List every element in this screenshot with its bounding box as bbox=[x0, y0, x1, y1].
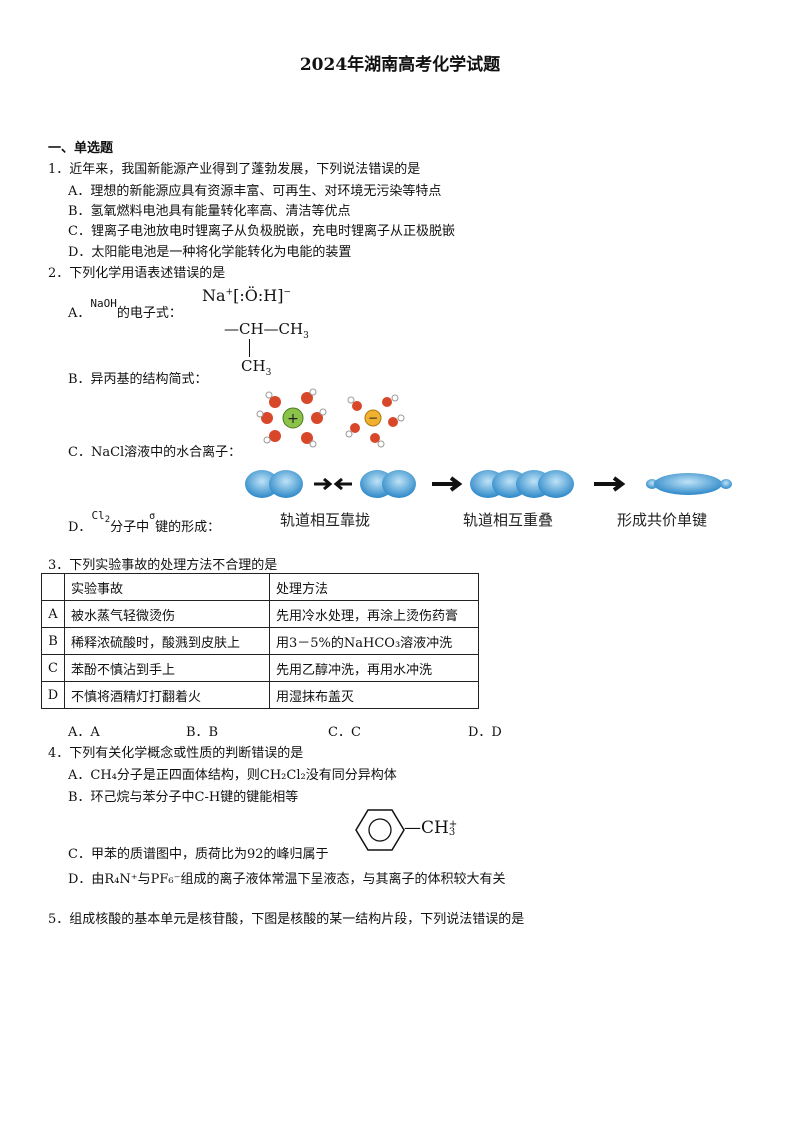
q2-option-b: B．异丙基的结构简式： bbox=[68, 372, 208, 387]
orbit-label-approach: 轨道相互靠拢 bbox=[280, 511, 371, 529]
table-header-row: 实验事故 处理方法 bbox=[41, 573, 479, 601]
section-heading: 一、单选题 bbox=[48, 141, 114, 156]
table-row: D 不慎将酒精灯打翻着火 用湿抹布盖灭 bbox=[41, 681, 479, 709]
hydrated-ions-image: + − bbox=[256, 388, 405, 448]
q3-option-a: A．A bbox=[68, 725, 100, 740]
q4-option-c: C．甲苯的质谱图中，质荷比为92的峰归属于 bbox=[68, 847, 329, 862]
q1-stem: 1．近年来，我国新能源产业得到了蓬勃发展，下列说法错误的是 bbox=[48, 162, 421, 177]
q4-option-d: D．由R₄N⁺与PF₆⁻组成的离子液体常温下呈液态，与其离子的体积较大有关 bbox=[68, 872, 506, 887]
benzene-ring-icon bbox=[355, 809, 405, 851]
orbitals-overlapping bbox=[470, 470, 574, 498]
naoh-formula: NaOH bbox=[90, 297, 117, 310]
arrow-inward-icon bbox=[314, 477, 352, 491]
q3-option-c: C．C bbox=[328, 725, 361, 740]
hydrated-anion: − bbox=[345, 394, 405, 448]
q2-option-a: A．NaOH的电子式： bbox=[68, 297, 182, 321]
sigma-bond-formation-image bbox=[245, 470, 732, 498]
q4-stem: 4．下列有关化学概念或性质的判断错误的是 bbox=[48, 746, 304, 761]
q4-option-b: B．环己烷与苯分子中C-H键的键能相等 bbox=[68, 790, 299, 805]
svg-text:−: − bbox=[368, 411, 378, 425]
q3-option-b: B．B bbox=[186, 725, 219, 740]
q2-stem: 2．下列化学用语表述错误的是 bbox=[48, 266, 226, 281]
q1-option-b: B．氢氧燃料电池具有能量转化率高、清洁等优点 bbox=[68, 204, 351, 219]
table-row: C 苯酚不慎沾到手上 先用乙醇冲洗，再用水冲洗 bbox=[41, 654, 479, 682]
q1-option-d: D．太阳能电池是一种将化学能转化为电能的装置 bbox=[68, 245, 352, 260]
covalent-single-bond bbox=[646, 473, 732, 495]
accident-table: 实验事故 处理方法 A 被水蒸气轻微烫伤 先用冷水处理，再涂上烫伤药膏 B 稀释… bbox=[41, 573, 479, 709]
q1-option-a: A．理想的新能源应具有资源丰富、可再生、对环境无污染等特点 bbox=[68, 184, 442, 199]
page-title: 2024年湖南高考化学试题 bbox=[299, 55, 501, 75]
svg-text:+: + bbox=[287, 411, 299, 427]
isopropyl-bond bbox=[249, 339, 250, 357]
q3-stem: 3．下列实验事故的处理方法不合理的是 bbox=[48, 558, 278, 573]
q2-a-prefix: A． bbox=[68, 306, 91, 321]
q1-option-c: C．锂离子电池放电时锂离子从负极脱嵌，充电时锂离子从正极脱嵌 bbox=[68, 224, 455, 239]
arrow-right-icon bbox=[432, 476, 463, 492]
hydrated-cation: + bbox=[256, 388, 327, 448]
q2-a-suffix: 的电子式： bbox=[116, 306, 182, 321]
q5-stem: 5．组成核酸的基本单元是核苷酸，下图是核酸的某一结构片段，下列说法错误的是 bbox=[48, 912, 525, 927]
naoh-electron-formula: Na+[:Ö:H]− bbox=[202, 286, 291, 305]
table-row: B 稀释浓硫酸时，酸溅到皮肤上 用3－5%的NaHCO₃溶液冲洗 bbox=[41, 627, 479, 655]
q4-option-a: A．CH₄分子是正四面体结构，则CH₂Cl₂没有同分异构体 bbox=[68, 768, 397, 783]
isopropyl-structure-top: —CH—CH3 bbox=[224, 320, 309, 341]
orbital-pair-2 bbox=[360, 470, 416, 498]
orbitals-approaching bbox=[245, 470, 303, 498]
table-row: A 被水蒸气轻微烫伤 先用冷水处理，再涂上烫伤药膏 bbox=[41, 600, 479, 628]
q2-option-c: C．NaCl溶液中的水合离子： bbox=[68, 445, 242, 460]
table-header: 实验事故 bbox=[64, 573, 270, 601]
q3-option-d: D．D bbox=[468, 725, 502, 740]
orbit-label-bond: 形成共价单键 bbox=[617, 511, 708, 529]
methyl-cation-group: —CH+3 bbox=[404, 818, 458, 838]
q2-option-d: D．Cl2分子中σ键的形成： bbox=[68, 509, 221, 535]
orbit-label-overlap: 轨道相互重叠 bbox=[463, 511, 554, 529]
arrow-right-icon bbox=[594, 476, 626, 492]
table-header: 处理方法 bbox=[269, 573, 479, 601]
isopropyl-structure-bottom: CH3 bbox=[241, 357, 272, 378]
